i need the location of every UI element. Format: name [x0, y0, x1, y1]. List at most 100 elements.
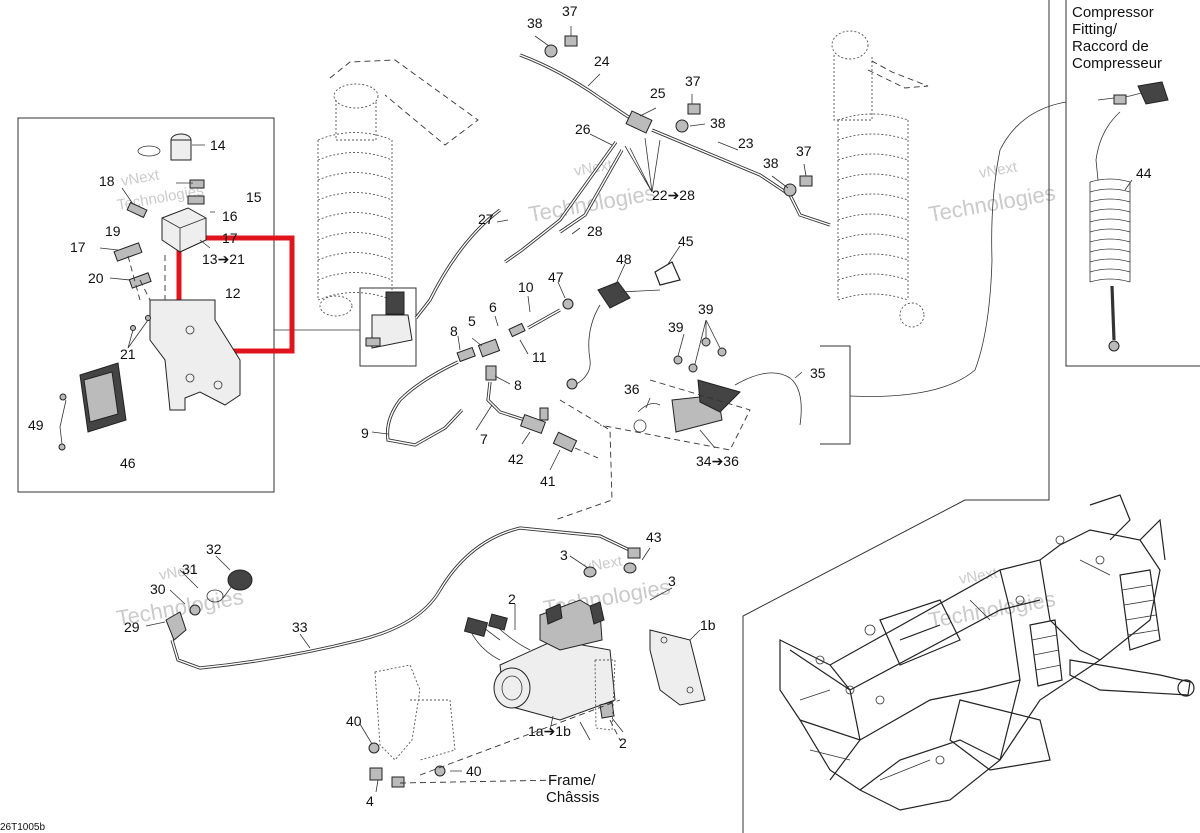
callout-label: 37	[685, 73, 701, 89]
hose-24-part	[519, 53, 631, 120]
left-shock-part	[317, 59, 479, 317]
callout-label: 16	[222, 208, 238, 224]
callout-label: 45	[678, 233, 694, 249]
fitting-19-part	[113, 242, 143, 262]
watermark-text: vNext	[573, 156, 615, 180]
connector-41-part	[552, 431, 578, 453]
nut-part	[562, 298, 574, 310]
right-shock-part	[831, 30, 929, 328]
fitting-8-part	[456, 346, 476, 363]
callout-label: 3	[560, 547, 568, 563]
nut-part	[368, 742, 380, 754]
callout-label: 21	[120, 346, 136, 362]
cap-part	[544, 44, 558, 58]
knob-part	[227, 569, 253, 591]
frame-inset-border	[742, 0, 1050, 833]
middle-parts-group	[365, 245, 851, 521]
union-5-part	[477, 338, 501, 358]
valve-detail-box	[359, 287, 417, 367]
callout-label: 8	[450, 323, 458, 339]
fitting-18-part	[126, 201, 148, 219]
callout-label: 27	[478, 211, 494, 227]
callout-label: 17	[70, 239, 86, 255]
callout-label: 11	[532, 349, 547, 365]
callout-label: 38	[763, 155, 779, 171]
callout-label: 47	[548, 269, 564, 285]
callout-label: 5	[468, 313, 476, 329]
o-ring-part	[137, 145, 161, 157]
callout-label: 33	[292, 619, 308, 635]
note-line: Frame/	[548, 772, 596, 789]
callout-label: 15	[246, 189, 262, 205]
callout-label: 44	[1136, 165, 1152, 181]
callout-label: 23	[738, 135, 754, 151]
compressor-fitting-part	[1137, 81, 1169, 105]
leader-lines	[59, 144, 215, 445]
elbow-fitting-part	[165, 611, 187, 641]
valve-part	[385, 291, 405, 315]
leader-lines	[496, 26, 807, 235]
manifold-block-part	[161, 207, 207, 253]
connector-part	[463, 617, 489, 637]
callout-label: 37	[796, 143, 812, 159]
callout-label: 49	[28, 417, 44, 433]
callout-label: 12	[225, 285, 241, 301]
note-line: Châssis	[546, 789, 599, 806]
sensor-mount-bracket-box	[820, 345, 851, 445]
callout-label: 34➔36	[696, 453, 739, 469]
callout-label: 39	[698, 301, 714, 317]
valve-inset-parts	[58, 133, 241, 451]
callout-label: 41	[540, 473, 556, 489]
callout-label: 8	[514, 377, 522, 393]
callout-label: 28	[587, 223, 603, 239]
callout-label: 31	[182, 561, 198, 577]
tee-42-part	[519, 413, 547, 435]
callout-label: 22➔28	[652, 187, 695, 203]
callout-label: 14	[210, 137, 226, 153]
watermark-text: vNext	[158, 560, 200, 584]
screw-part	[59, 393, 67, 401]
plug-part	[564, 35, 578, 47]
callout-label: 20	[88, 270, 104, 286]
callout-label: 2	[508, 591, 516, 607]
nut-part	[434, 765, 446, 777]
note-line: Fitting/	[1072, 21, 1118, 38]
watermark-group: vNext Technologies vNext Technologies vN…	[115, 156, 1058, 633]
callout-label: 1a➔1b	[528, 723, 571, 739]
callout-label: 24	[594, 53, 610, 69]
plug-part	[799, 175, 813, 187]
callout-label: 29	[124, 619, 140, 635]
upper-hose-group	[414, 26, 831, 319]
clip-part	[654, 261, 681, 286]
sensor-part	[597, 281, 631, 309]
spring-part	[633, 419, 647, 433]
frame-mount-part	[374, 664, 421, 761]
callout-label: 9	[361, 425, 369, 441]
callout-label: 7	[480, 431, 488, 447]
callout-label: 46	[120, 455, 136, 471]
callout-label: 42	[508, 451, 524, 467]
callout-label: 10	[518, 279, 534, 295]
hose-9-part	[385, 360, 464, 447]
bolt-part	[369, 767, 383, 781]
fitting-16-part	[187, 195, 205, 205]
callout-label: 18	[99, 173, 115, 189]
callout-label: 48	[616, 251, 632, 267]
clip-part	[583, 566, 597, 578]
callout-label: 30	[150, 581, 166, 597]
screw-part	[58, 443, 66, 451]
compressor-fitting-inset-box	[1065, 0, 1200, 367]
callout-label: 43	[646, 529, 662, 545]
cap-part	[783, 183, 797, 197]
fitting-15-part	[189, 179, 205, 189]
callout-label: 6	[489, 299, 497, 315]
note-line: Raccord de	[1072, 38, 1149, 55]
diagram-code: 26T1005b	[0, 822, 45, 833]
callout-label: 39	[668, 319, 684, 335]
cap-part	[675, 119, 689, 133]
watermark-text: vNext	[120, 166, 162, 190]
leader-lines	[371, 245, 803, 471]
callout-label: 4	[366, 793, 374, 809]
highlight-box	[176, 235, 295, 354]
compressor-bracket-part	[649, 629, 706, 706]
